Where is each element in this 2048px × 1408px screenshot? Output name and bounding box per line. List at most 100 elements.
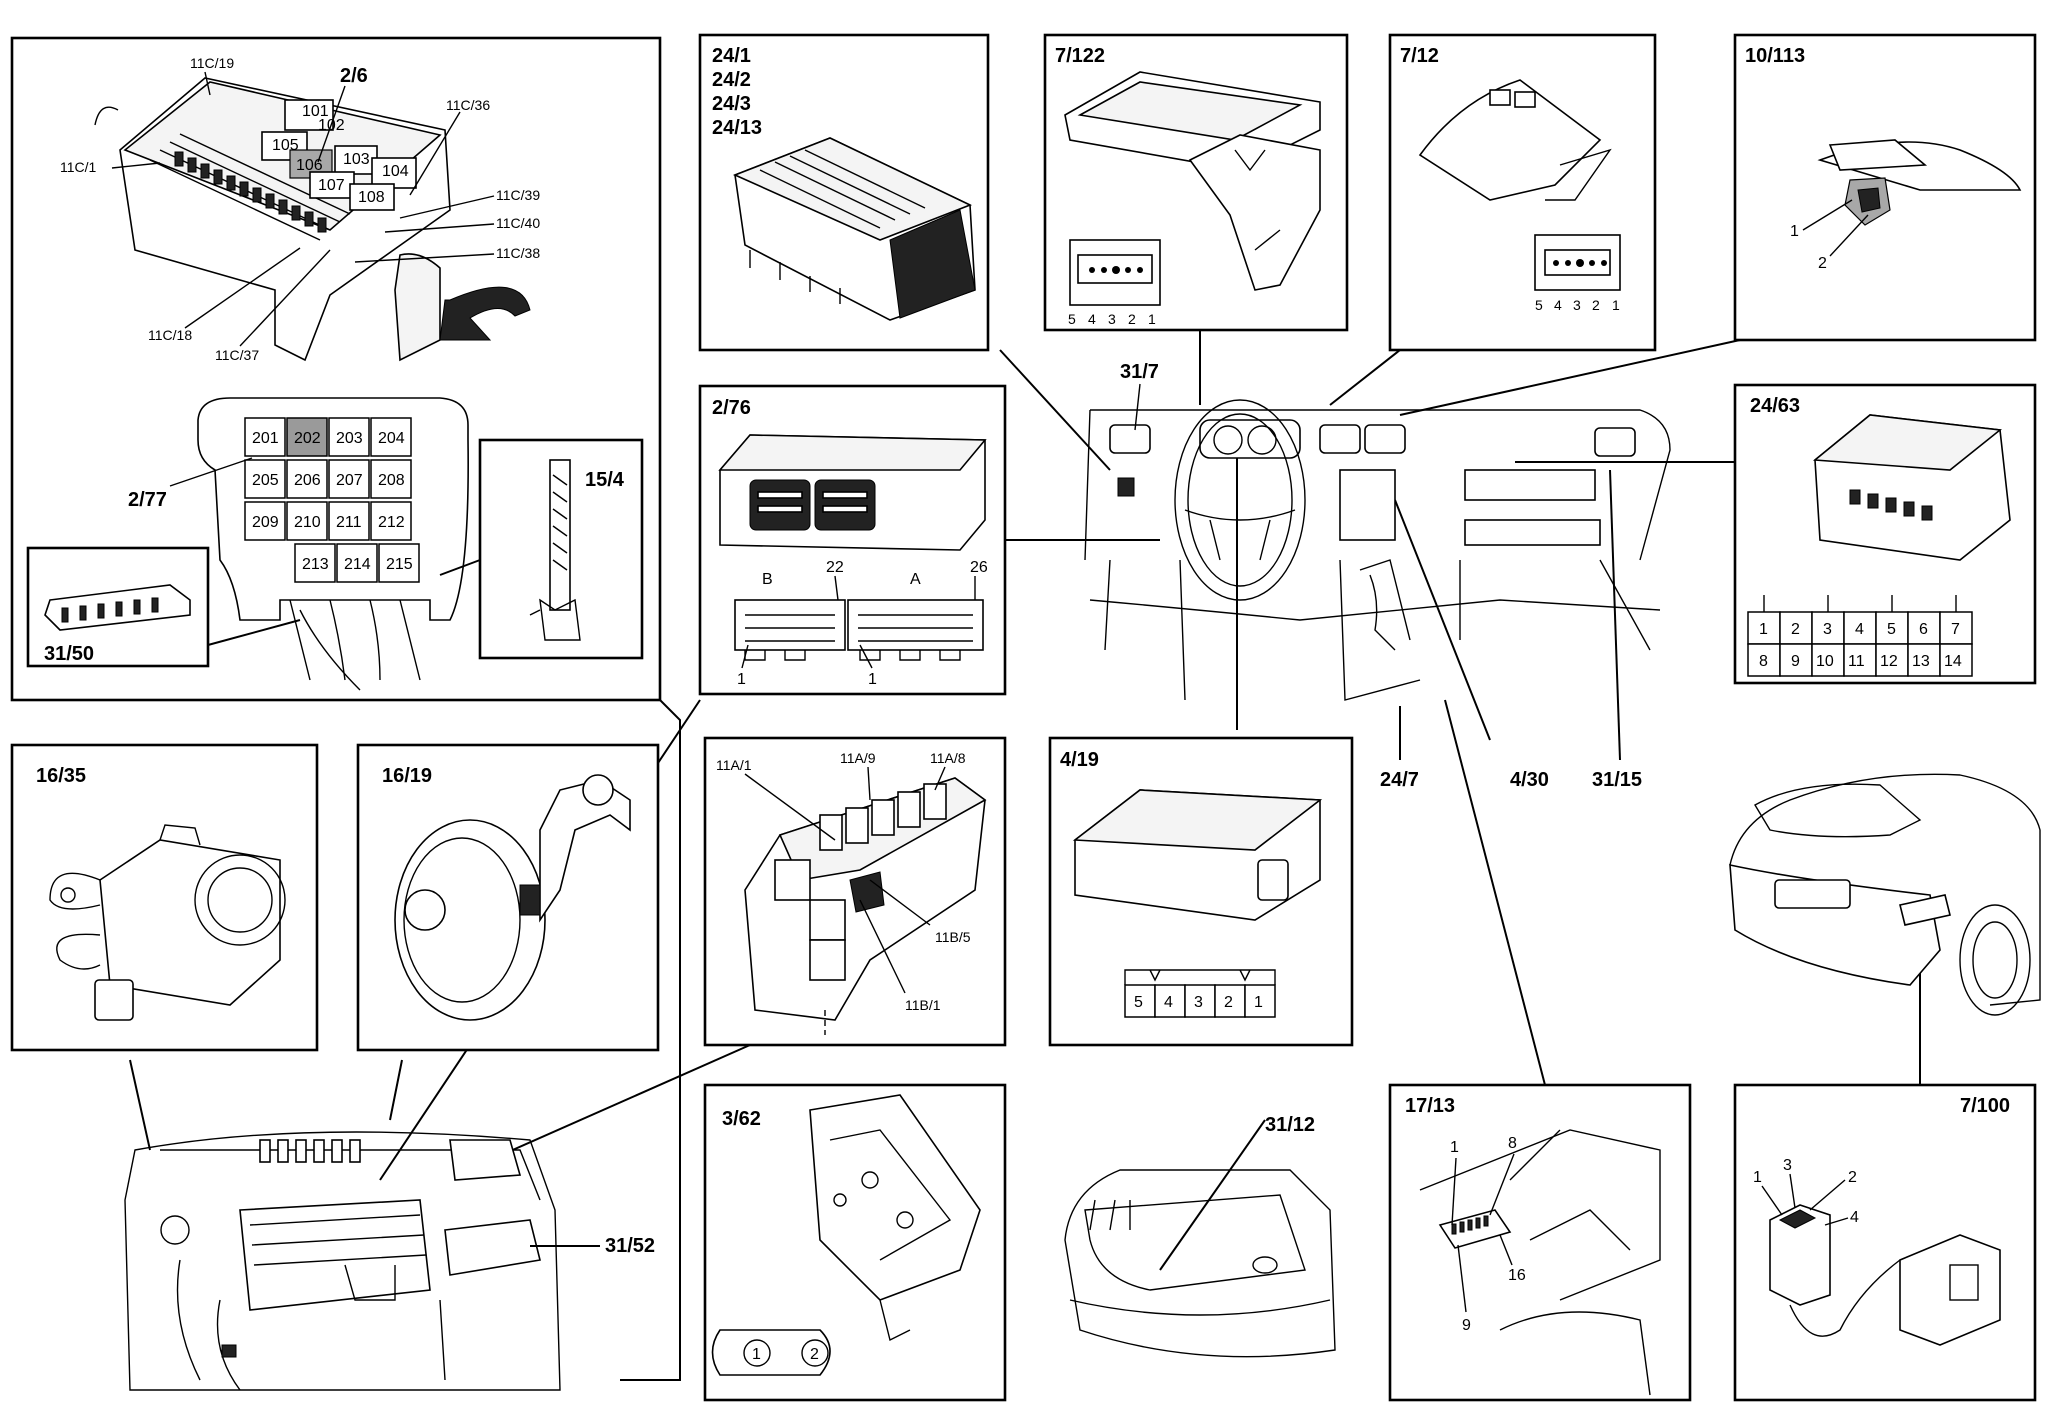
label-24-3: 24/3 (712, 93, 751, 115)
label-24-7: 24/7 (1380, 769, 1419, 791)
svg-text:6: 6 (1919, 621, 1928, 638)
label-11c-18: 11C/18 (148, 327, 192, 343)
relay-213 (294, 543, 336, 583)
relay-202 (286, 417, 328, 457)
svg-text:207: 207 (336, 472, 363, 489)
label-7-122: 7/122 (1055, 45, 1105, 67)
relay-204 (370, 417, 412, 457)
label-7-100: 7/100 (1960, 1095, 2010, 1117)
label-24-1: 24/1 (712, 45, 751, 67)
panel-16-35: 16/35 (10, 743, 319, 1052)
svg-text:3: 3 (1783, 1157, 1792, 1174)
panel-7-12: 7/12 5 4 3 2 1 (1388, 33, 1657, 352)
inset-31-50: 31/50 (26, 546, 210, 668)
label-4-19: 4/19 (1060, 749, 1099, 771)
relay-211 (328, 501, 370, 541)
label-11b-1: 11B/1 (905, 997, 941, 1013)
svg-text:1: 1 (1148, 311, 1156, 327)
svg-text:2: 2 (1848, 1169, 1857, 1186)
pin-grid-24-63: 1 2 3 4 5 6 7 8 9 10 11 12 13 14 (1747, 595, 1973, 677)
label-11c-38: 11C/38 (496, 245, 540, 261)
panel-16-19: 16/19 (356, 743, 660, 1052)
panel-4-19: 4/19 5 4 3 2 1 (1048, 736, 1354, 1047)
svg-text:14: 14 (1944, 653, 1962, 670)
label-15-4: 15/4 (585, 469, 625, 491)
svg-text:104: 104 (382, 163, 409, 180)
label-11a-8: 11A/8 (930, 750, 966, 766)
svg-text:2: 2 (1224, 994, 1233, 1011)
svg-text:213: 213 (302, 556, 329, 573)
svg-text:1: 1 (1450, 1139, 1459, 1156)
svg-text:10: 10 (1816, 653, 1834, 670)
svg-text:205: 205 (252, 472, 279, 489)
connector-7-122-pins (1077, 254, 1153, 284)
svg-text:203: 203 (336, 430, 363, 447)
label-31-12: 31/12 (1265, 1114, 1315, 1136)
svg-text:215: 215 (386, 556, 413, 573)
svg-text:4: 4 (1850, 1209, 1859, 1226)
svg-text:1: 1 (1612, 297, 1620, 313)
svg-text:210: 210 (294, 514, 321, 531)
panel-7-100: 7/100 1 3 2 4 (1733, 1083, 2037, 1402)
svg-text:204: 204 (378, 430, 405, 447)
svg-text:8: 8 (1508, 1135, 1517, 1152)
panel-24-63: 24/63 1 2 3 4 5 6 7 8 9 10 11 12 (1733, 383, 2037, 685)
connector-2-76-pins (734, 599, 984, 661)
svg-text:2: 2 (1818, 255, 1827, 272)
svg-text:4: 4 (1164, 994, 1173, 1011)
label-24-63: 24/63 (1750, 395, 1800, 417)
svg-text:101: 101 (302, 103, 329, 120)
svg-text:2: 2 (1791, 621, 1800, 638)
label-31-50: 31/50 (44, 643, 94, 665)
svg-text:8: 8 (1759, 653, 1768, 670)
label-4-30: 4/30 (1510, 769, 1549, 791)
svg-text:107: 107 (318, 177, 345, 194)
svg-text:1: 1 (868, 671, 877, 688)
svg-text:4: 4 (1554, 297, 1562, 313)
label-11a-9: 11A/9 (840, 750, 876, 766)
svg-text:3: 3 (1823, 621, 1832, 638)
connector-7-12-pins (1534, 234, 1621, 291)
relay-212 (370, 501, 412, 541)
svg-text:7: 7 (1951, 621, 1960, 638)
svg-text:1: 1 (1790, 223, 1799, 240)
label-2-77: 2/77 (128, 489, 167, 511)
panel-relaybox: 11A/1 11A/9 11A/8 11B/5 11B/1 (703, 736, 1007, 1047)
label-10-113: 10/113 (1745, 45, 1805, 67)
svg-text:5: 5 (1134, 994, 1143, 1011)
fusebox-housing (94, 77, 531, 362)
svg-text:3: 3 (1108, 311, 1116, 327)
panel-10-113: 10/113 1 2 (1733, 33, 2037, 342)
label-24-2: 24/2 (712, 69, 751, 91)
relay-203 (328, 417, 370, 457)
svg-text:1: 1 (1759, 621, 1768, 638)
dashboard-illustration (1084, 399, 1671, 701)
svg-text:B: B (762, 571, 773, 588)
relay-holder: 201 202 203 204 205 206 207 208 209 210 … (197, 397, 469, 691)
relay-210 (286, 501, 328, 541)
label-11b-5: 11B/5 (935, 929, 971, 945)
relay-206 (286, 459, 328, 499)
svg-text:206: 206 (294, 472, 321, 489)
label-31-7: 31/7 (1120, 361, 1159, 383)
label-11c-19: 11C/19 (190, 55, 234, 71)
relay-208 (370, 459, 412, 499)
svg-text:201: 201 (252, 430, 279, 447)
svg-text:106: 106 (296, 157, 323, 174)
panel-17-13: 17/13 1 8 9 16 (1388, 1083, 1692, 1402)
svg-text:202: 202 (294, 430, 321, 447)
svg-text:2: 2 (810, 1346, 819, 1363)
panel-2-76: 2/76 B 22 A 26 1 1 (698, 384, 1007, 696)
svg-text:4: 4 (1855, 621, 1864, 638)
fusebox-fuse-slots (174, 151, 327, 233)
relay-209 (244, 501, 286, 541)
svg-text:9: 9 (1462, 1317, 1471, 1334)
svg-text:13: 13 (1912, 653, 1930, 670)
pin-row-4-19: 5 4 3 2 1 (1124, 969, 1276, 1018)
svg-text:105: 105 (272, 137, 299, 154)
svg-text:5: 5 (1068, 311, 1076, 327)
trunk-illustration (1064, 1169, 1336, 1358)
rear-car-illustration (1729, 773, 2041, 1016)
label-11a-1: 11A/1 (716, 757, 752, 773)
